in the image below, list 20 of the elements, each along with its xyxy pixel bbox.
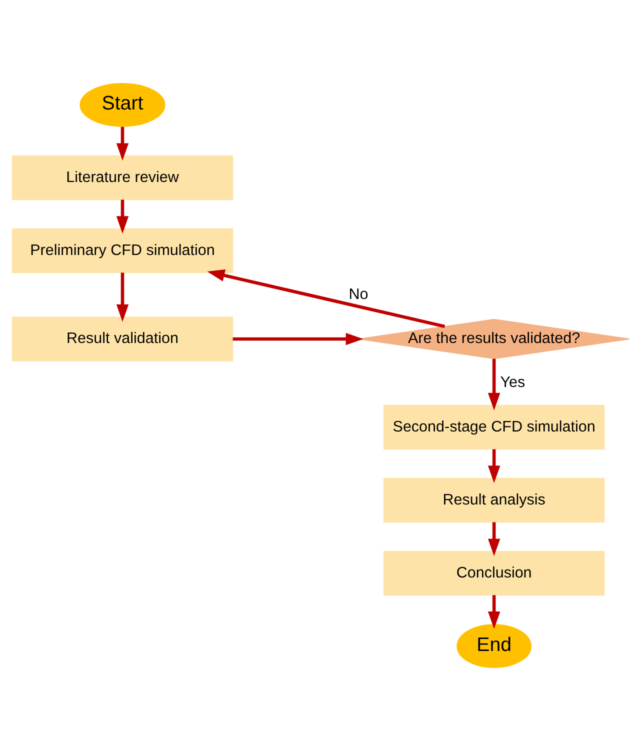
- arrow: [207, 269, 446, 328]
- arrow: [488, 522, 500, 556]
- node-box: Preliminary CFD simulation: [12, 228, 234, 274]
- edge-label: Yes: [500, 374, 526, 392]
- node-box: Result analysis: [383, 478, 605, 523]
- arrow: [116, 126, 129, 161]
- arrow: [116, 272, 129, 322]
- arrow: [488, 449, 500, 484]
- arrow: [116, 200, 129, 234]
- node-ellipse: Start: [80, 83, 166, 127]
- edge-label: No: [348, 286, 368, 303]
- node-ellipse: End: [456, 624, 532, 668]
- node-box: Literature review: [12, 155, 234, 200]
- node-box: Second-stage CFD simulation: [383, 404, 605, 450]
- node-box: Conclusion: [383, 550, 605, 596]
- node-box: Result validation: [12, 316, 234, 362]
- node-diamond: Are the results validated?: [358, 318, 630, 360]
- arrow: [488, 358, 500, 410]
- arrow: [488, 595, 500, 630]
- arrow: [232, 332, 364, 346]
